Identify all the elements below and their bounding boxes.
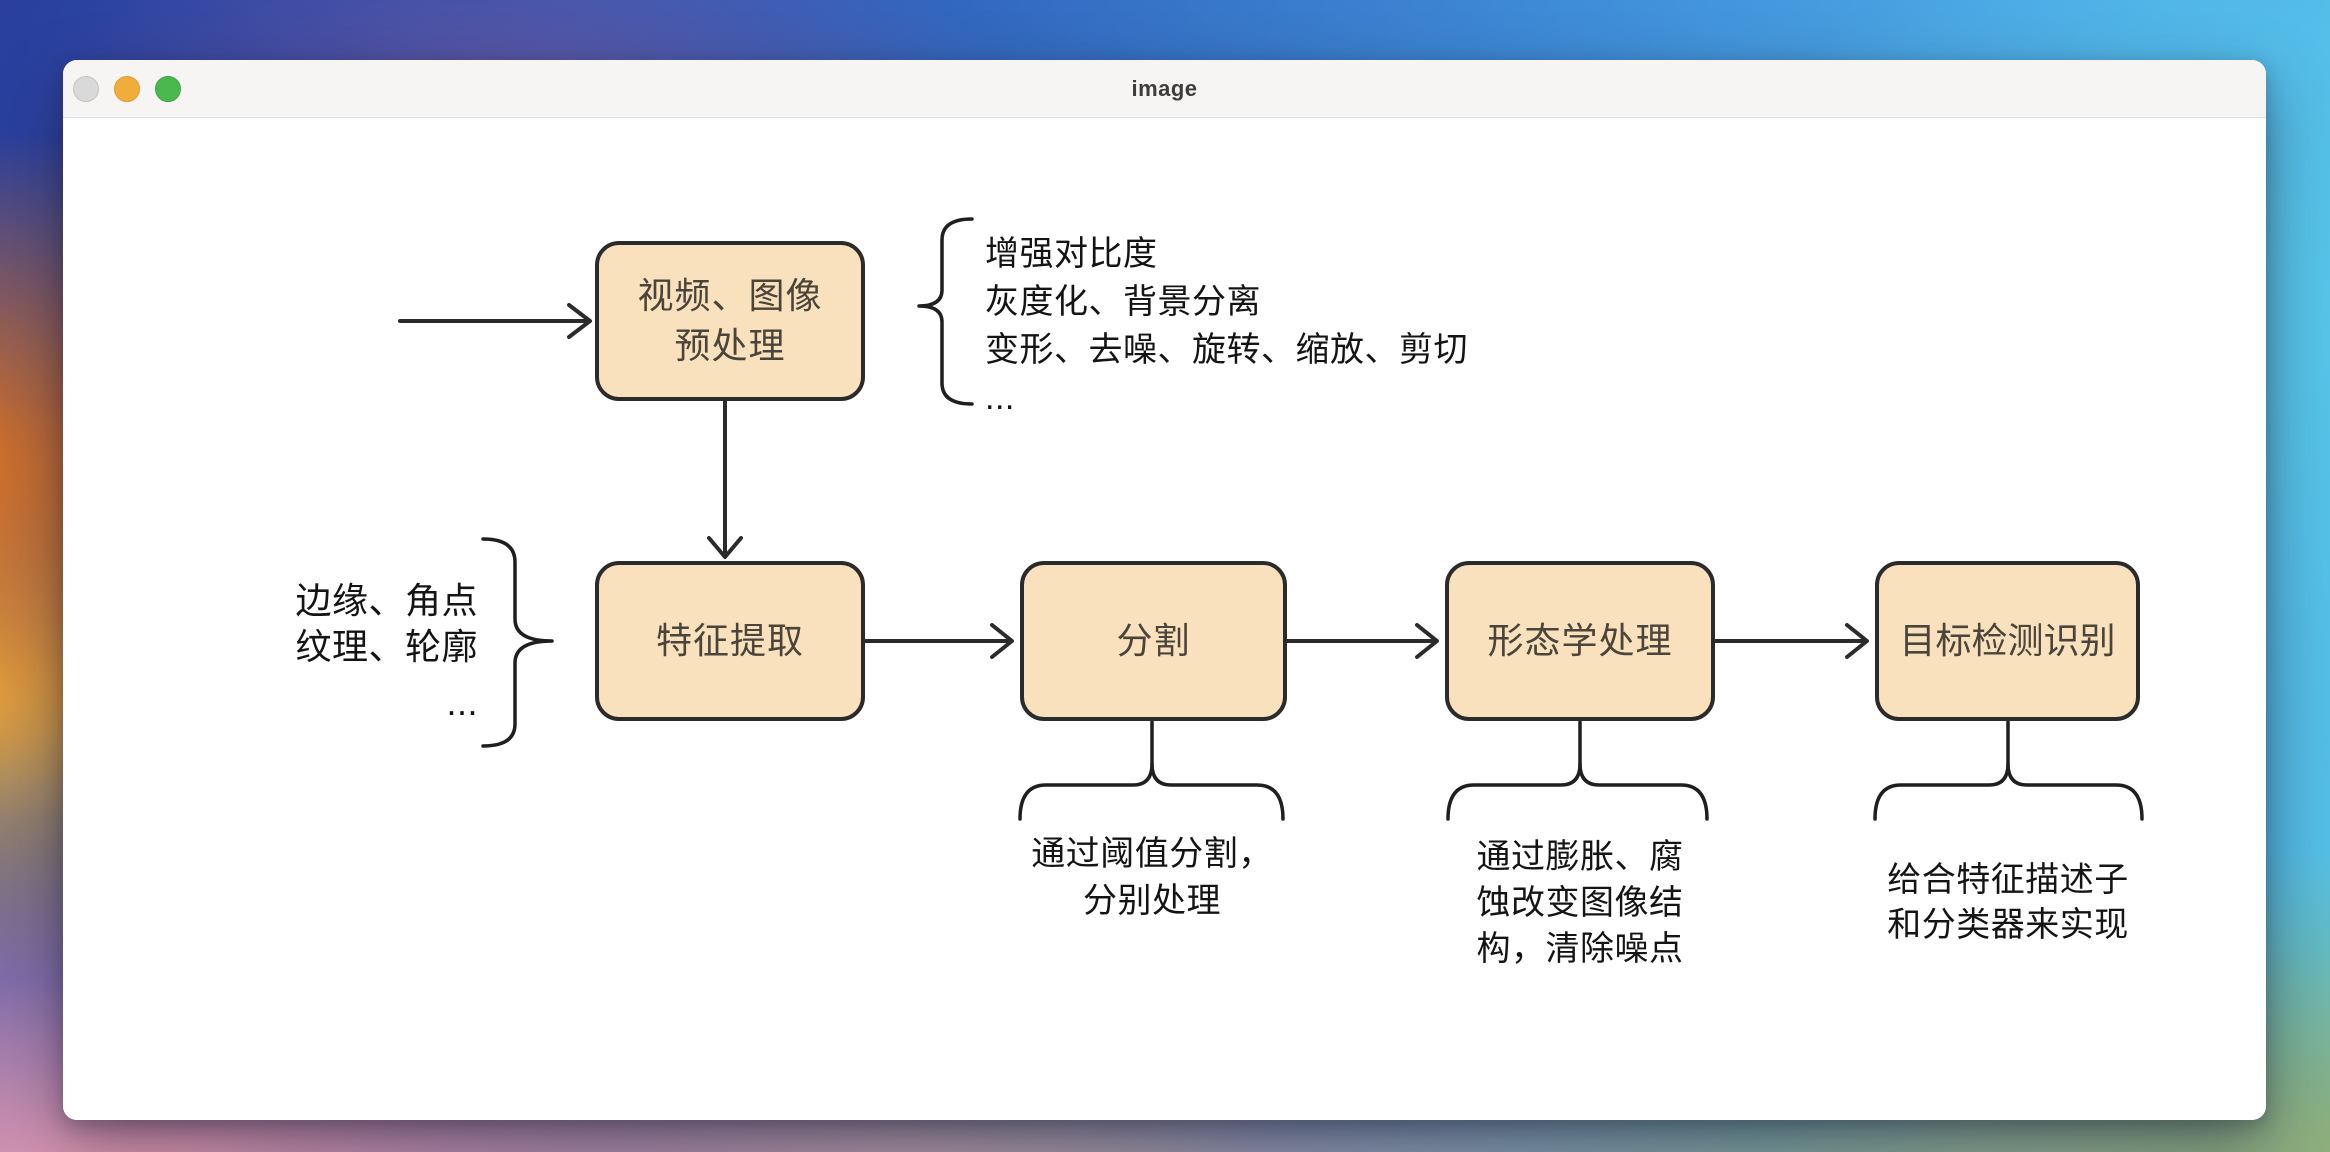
window-title: image: [1131, 75, 1198, 101]
segmentation-note-line2: 分别处理: [1083, 882, 1221, 920]
window-titlebar[interactable]: image: [63, 60, 2266, 118]
node-preprocess-line2: 预处理: [674, 325, 786, 366]
arrowhead-segmentation: [990, 623, 1014, 659]
morphology-note-line2: 蚀改变图像结: [1476, 884, 1684, 922]
detection-note-line2: 和分类器来实现: [1887, 906, 2129, 944]
traffic-light-buttons: [63, 75, 181, 102]
morphology-note-line1: 通过膨胀、腐: [1476, 838, 1684, 876]
preprocess-list-line2: 灰度化、背景分离: [985, 283, 1261, 321]
morphology-note-line3: 构，清除噪点: [1476, 930, 1684, 968]
app-window: image: [63, 60, 2266, 1120]
detection-note-line1: 给合特征描述子: [1887, 861, 2129, 899]
annotation-morphology-note: 通过膨胀、腐 蚀改变图像结 构，清除噪点: [1420, 834, 1740, 972]
preprocess-list-line3: 变形、去噪、旋转、缩放、剪切: [985, 331, 1468, 369]
arrowhead-morphology: [1415, 623, 1439, 659]
feature-list-line1: 边缘、角点: [295, 580, 478, 621]
minimize-button[interactable]: [114, 75, 140, 102]
arrowhead-down: [707, 536, 743, 559]
annotation-segmentation-note: 通过阈值分割， 分别处理: [991, 831, 1313, 925]
annotation-preprocess-list: 增强对比度 灰度化、背景分离 变形、去噪、旋转、缩放、剪切 ...: [985, 230, 1468, 422]
node-morphology-label: 形态学处理: [1487, 620, 1673, 662]
annotation-feature-list: 边缘、角点 纹理、轮廓 ...: [233, 578, 478, 726]
feature-list-ellipsis: ...: [446, 682, 478, 723]
arrowhead-detection: [1845, 623, 1869, 659]
brace-detection-note: [1873, 762, 2144, 821]
close-button[interactable]: [73, 75, 99, 102]
diagram-canvas: 视频、图像 预处理 特征提取 分割 形态学处理 目标检测识别 增强对比度 灰度化…: [63, 118, 2266, 1120]
connector-layer: [398, 217, 2144, 821]
brace-segmentation-note: [1018, 762, 1285, 821]
brace-preprocess-list: [917, 217, 974, 406]
brace-morphology-note: [1446, 762, 1709, 821]
preprocess-list-line1: 增强对比度: [985, 235, 1158, 273]
node-segmentation-label: 分割: [1116, 620, 1191, 662]
node-feature-extraction: 特征提取: [595, 561, 865, 721]
node-feature-label: 特征提取: [655, 620, 804, 662]
node-preprocess: 视频、图像 预处理: [595, 241, 865, 401]
annotation-detection-note: 给合特征描述子 和分类器来实现: [1838, 858, 2178, 948]
brace-feature-list: [481, 537, 554, 748]
node-segmentation: 分割: [1020, 561, 1287, 721]
arrowhead-input: [567, 303, 592, 339]
feature-list-line2: 纹理、轮廓: [295, 626, 478, 667]
node-preprocess-line1: 视频、图像: [637, 275, 823, 317]
node-morphology: 形态学处理: [1445, 561, 1715, 721]
node-detection-label: 目标检测识别: [1899, 620, 2116, 662]
segmentation-note-line1: 通过阈值分割，: [1031, 835, 1273, 873]
maximize-button[interactable]: [155, 75, 181, 102]
preprocess-list-ellipsis: ...: [985, 379, 1015, 417]
node-detection: 目标检测识别: [1875, 561, 2140, 721]
